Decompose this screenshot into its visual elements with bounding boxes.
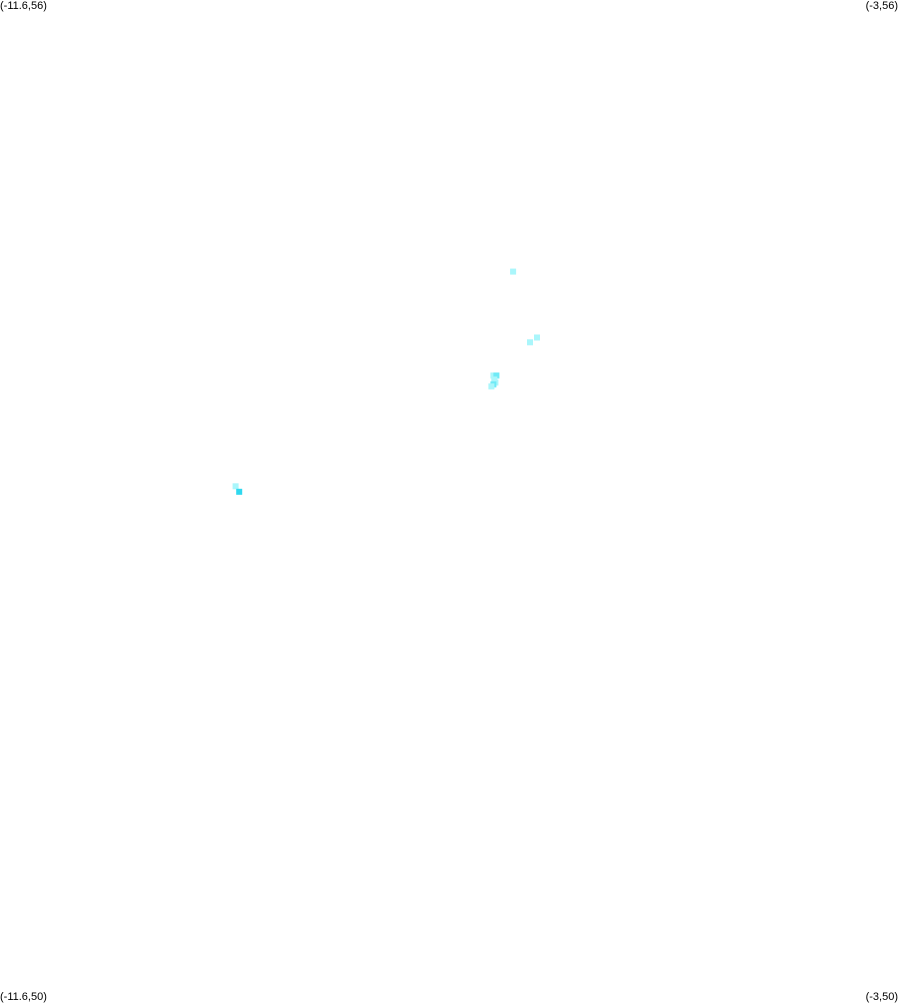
corner-label-top-left: (-11.6,56) [0,0,47,12]
corner-label-top-right: (-3,56) [865,0,898,12]
data-cell-0 [510,268,517,275]
data-cell-1 [534,334,540,341]
data-cell-4 [493,372,500,379]
data-cell-10 [236,488,243,495]
data-cell-2 [527,339,533,346]
data-cell-8 [488,383,495,390]
corner-label-bottom-left: (-11.6,50) [0,991,47,1003]
data-cell-9 [232,483,239,490]
corner-label-bottom-right: (-3,50) [865,991,898,1003]
